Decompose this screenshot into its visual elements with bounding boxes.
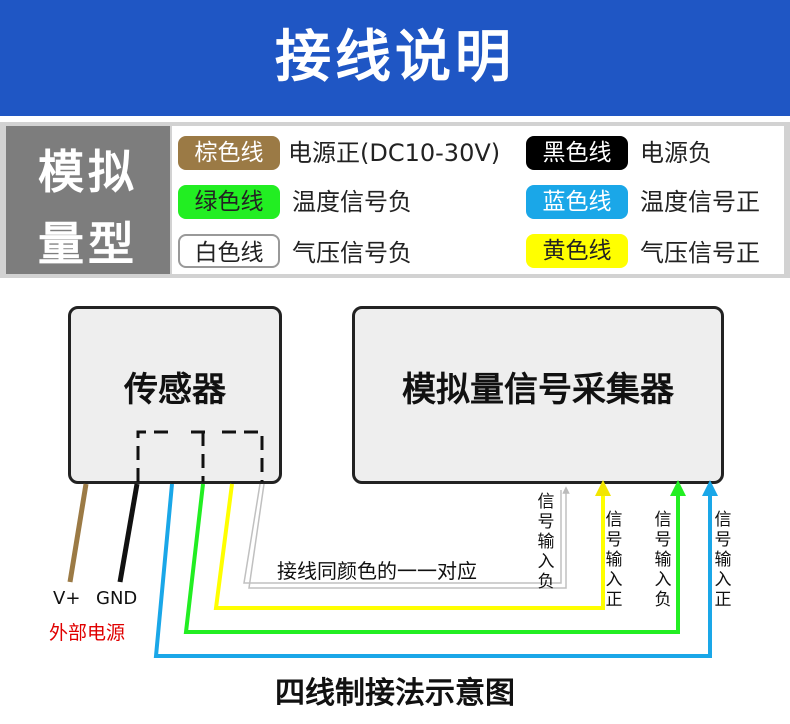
wire-green [183, 480, 686, 634]
legend-desc-yellow: 气压信号正 [640, 239, 760, 267]
wire-white-a [243, 483, 562, 584]
legend-desc-green: 温度信号负 [292, 188, 412, 216]
wire-black [117, 483, 140, 583]
terminal-label-blue: 信号输入正 [714, 510, 732, 610]
terminal-label-yellow: 信号输入正 [605, 510, 623, 610]
diagram-caption: 四线制接法示意图 [275, 676, 515, 711]
sensor-terminal-bracket [136, 430, 264, 482]
wire-blue [153, 480, 718, 658]
wiring-note: 接线同颜色的一一对应 [277, 559, 477, 583]
legend-chip-black: 黑色线 [526, 136, 628, 170]
legend-category-line-1: 模拟 [38, 145, 138, 199]
wire-yellow [213, 480, 611, 610]
external-power-label: 外部电源 [49, 622, 126, 644]
legend-chip-green: 绿色线 [178, 185, 280, 219]
sensor-box [68, 306, 282, 484]
legend-desc-brown: 电源正(DC10-30V) [288, 139, 501, 167]
wire-brown [67, 483, 89, 583]
gnd-label: GND [96, 588, 138, 609]
legend-chip-white: 白色线 [178, 234, 280, 268]
legend-category-line-2: 量型 [38, 217, 138, 271]
legend-desc-black: 电源负 [640, 139, 712, 167]
sensor-label: 传感器 [124, 370, 226, 410]
legend-desc-blue: 温度信号正 [640, 188, 760, 216]
legend-chip-brown: 棕色线 [178, 136, 280, 170]
header-banner [0, 0, 790, 116]
page-title: 接线说明 [275, 25, 515, 90]
legend-chip-blue: 蓝色线 [526, 185, 628, 219]
collector-box [352, 306, 724, 484]
terminal-label-white: 信号输入负 [537, 492, 555, 592]
terminal-label-green: 信号输入负 [654, 510, 672, 610]
collector-label: 模拟量信号采集器 [402, 370, 674, 410]
legend-desc-white: 气压信号负 [292, 239, 412, 267]
vplus-label: V+ [53, 588, 81, 609]
legend-category-panel [6, 126, 170, 274]
legend-chip-yellow: 黄色线 [526, 234, 628, 268]
wire-white-b [248, 483, 570, 589]
